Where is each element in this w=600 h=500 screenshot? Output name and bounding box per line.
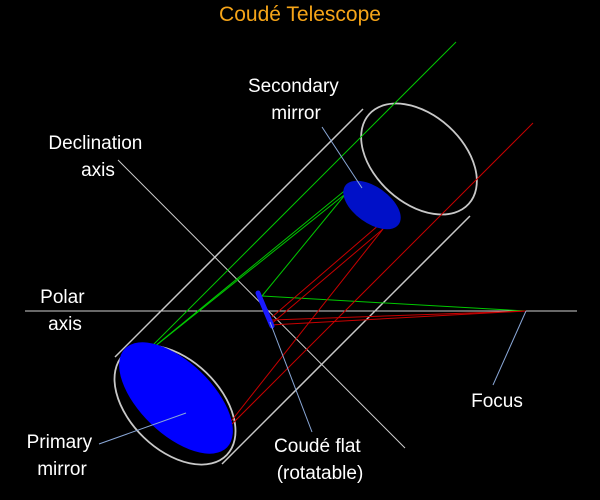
green-ray-to-focus xyxy=(261,295,527,312)
red-ray-to-focus-1 xyxy=(269,310,527,326)
coude-flat-mirror xyxy=(255,290,275,329)
label-primary-mirror: Primary mirror xyxy=(27,432,98,480)
leader-secondary-mirror xyxy=(321,126,363,189)
primary-mirror xyxy=(119,342,233,454)
green-ray-incoming xyxy=(137,41,457,361)
label-coude-flat: Coudé flat (rotatable) xyxy=(274,436,366,484)
label-focus: Focus xyxy=(471,391,523,412)
tube-upper-edge xyxy=(114,108,364,358)
label-polar-axis: Polar axis xyxy=(40,287,90,335)
green-light-rays xyxy=(137,41,527,361)
label-secondary-mirror: Secondary mirror xyxy=(248,76,344,124)
leader-lines xyxy=(98,126,527,445)
leader-primary-mirror xyxy=(98,412,187,445)
green-ray-to-secondary-2 xyxy=(137,187,349,361)
red-ray-to-secondary xyxy=(216,228,384,440)
leader-coude-flat xyxy=(269,321,313,433)
red-ray-to-focus-2 xyxy=(271,310,527,321)
red-light-rays xyxy=(216,122,534,440)
tube-front-opening xyxy=(360,102,478,216)
red-ray-incoming xyxy=(216,122,534,440)
green-ray-to-flat xyxy=(261,195,345,297)
secondary-mirror xyxy=(343,180,401,230)
tube-lower-edge xyxy=(221,215,471,465)
red-ray-to-flat-2 xyxy=(271,223,381,318)
label-declination-axis: Declination axis xyxy=(48,133,147,181)
diagram-title: Coudé Telescope xyxy=(219,3,381,26)
leader-focus xyxy=(492,310,527,386)
red-ray-to-flat-1 xyxy=(269,228,384,326)
